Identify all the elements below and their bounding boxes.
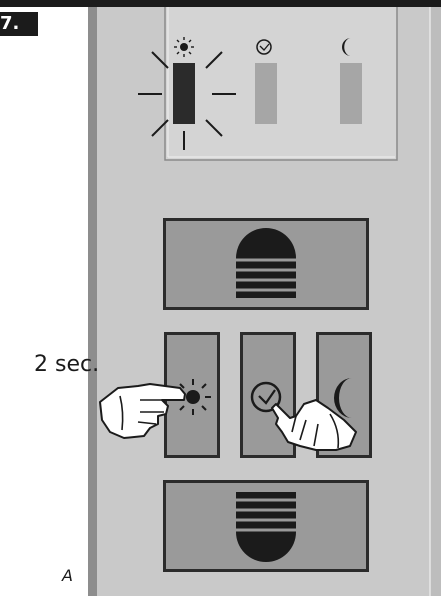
indicator-window bbox=[165, 0, 397, 160]
moon-led bbox=[340, 63, 362, 124]
figure-label: A bbox=[62, 566, 73, 585]
clock-led bbox=[255, 63, 277, 124]
sun-led bbox=[173, 63, 195, 124]
panel-right-edge bbox=[430, 0, 441, 596]
hold-duration-label: 2 sec. bbox=[34, 352, 104, 377]
up-shutter-icon bbox=[234, 228, 298, 298]
down-button[interactable] bbox=[163, 480, 369, 572]
device-edge bbox=[88, 0, 97, 596]
top-rule bbox=[0, 0, 441, 7]
step-number: 7. bbox=[0, 12, 38, 36]
down-shutter-icon bbox=[234, 492, 298, 562]
up-button[interactable] bbox=[163, 218, 369, 310]
sun-icon bbox=[174, 37, 194, 57]
